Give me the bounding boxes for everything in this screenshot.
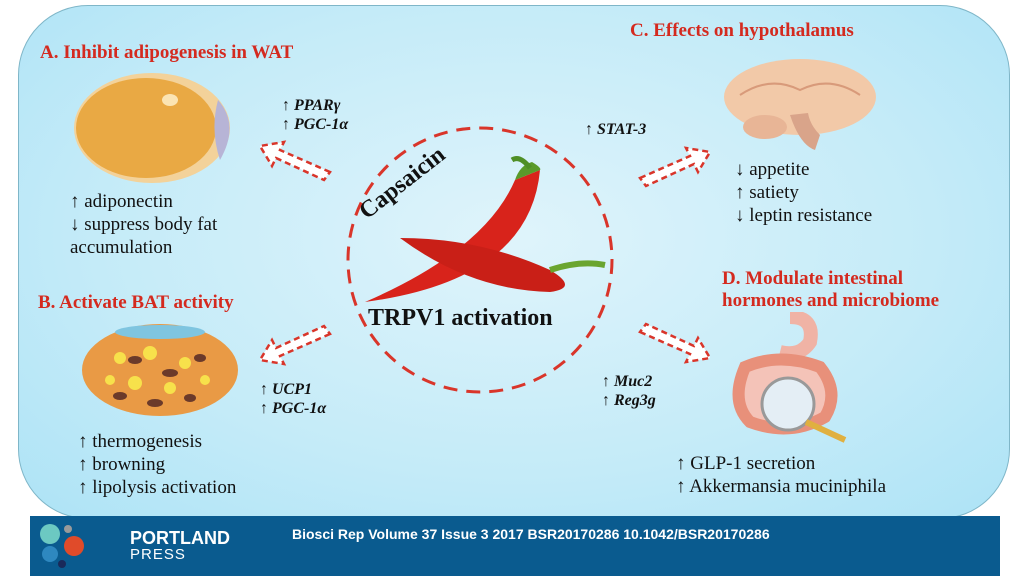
heading-b: B. Activate BAT activity <box>38 292 234 313</box>
heading-line: D. Modulate intestinal <box>722 268 904 289</box>
logo-text-press: PRESS <box>130 546 186 563</box>
logo-text-portland: PORTLAND <box>130 528 230 548</box>
effect: ↑ browning <box>78 454 166 475</box>
gene-stat3: ↑ STAT-3 <box>585 121 647 138</box>
dashed-circle <box>346 126 614 394</box>
citation: Biosci Rep Volume 37 Issue 3 2017 BSR201… <box>292 526 770 542</box>
gene-ppar: ↑ PPARγ <box>282 97 341 114</box>
genes-a: ↑ PPARγ ↑ PGC-1α <box>282 96 348 134</box>
gene-pgc: ↑ PGC-1α <box>282 116 349 133</box>
effect: accumulation <box>70 237 173 258</box>
effect: ↑ lipolysis activation <box>78 477 237 498</box>
chili-pepper-icon <box>365 156 606 302</box>
effect: ↓ suppress body fat <box>70 214 218 235</box>
arrow-to-a <box>257 140 332 182</box>
effects-b: ↑ thermogenesis ↑ browning ↑ lipolysis a… <box>78 430 236 499</box>
gene-ucp1: ↑ UCP1 <box>260 381 312 398</box>
intestine-icon <box>732 312 847 443</box>
gene-reg3g: ↑ Reg3g <box>602 392 656 409</box>
effect: ↑ satiety <box>735 182 799 203</box>
effects-d: ↑ GLP-1 secretion ↑ Akkermansia muciniph… <box>676 452 886 498</box>
center-graphic <box>257 126 713 394</box>
heading-line: hormones and microbiome <box>722 290 940 311</box>
arrow-to-b <box>257 324 332 366</box>
effect: ↑ adiponectin <box>70 191 173 212</box>
brown-adipocyte-icon <box>82 324 238 416</box>
genes-d: ↑ Muc2 ↑ Reg3g <box>602 372 656 410</box>
effects-c: ↓ appetite ↑ satiety ↓ leptin resistance <box>735 158 872 227</box>
effect: ↓ appetite <box>735 159 810 180</box>
gene-pgc: ↑ PGC-1α <box>260 400 327 417</box>
effect: ↑ GLP-1 secretion <box>676 453 816 474</box>
trpv1-label: TRPV1 activation <box>368 305 553 331</box>
footer-bar: PORTLAND PRESS Biosci Rep Volume 37 Issu… <box>30 516 1000 576</box>
effect: ↑ thermogenesis <box>78 431 203 452</box>
arrows <box>257 140 713 366</box>
brain-icon <box>724 59 876 150</box>
gene-muc2: ↑ Muc2 <box>602 373 653 390</box>
heading-a: A. Inhibit adipogenesis in WAT <box>40 42 294 63</box>
white-adipocyte-icon <box>74 73 230 183</box>
heading-d: D. Modulate intestinal hormones and micr… <box>722 268 939 312</box>
effect: ↑ Akkermansia muciniphila <box>676 476 887 497</box>
effect: ↓ leptin resistance <box>735 205 873 226</box>
arrow-to-c <box>638 146 713 188</box>
genes-b: ↑ UCP1 ↑ PGC-1α <box>260 380 326 418</box>
effects-a: ↑ adiponectin ↓ suppress body fat accumu… <box>70 190 217 259</box>
arrow-to-d <box>638 322 713 364</box>
heading-c: C. Effects on hypothalamus <box>630 20 854 41</box>
